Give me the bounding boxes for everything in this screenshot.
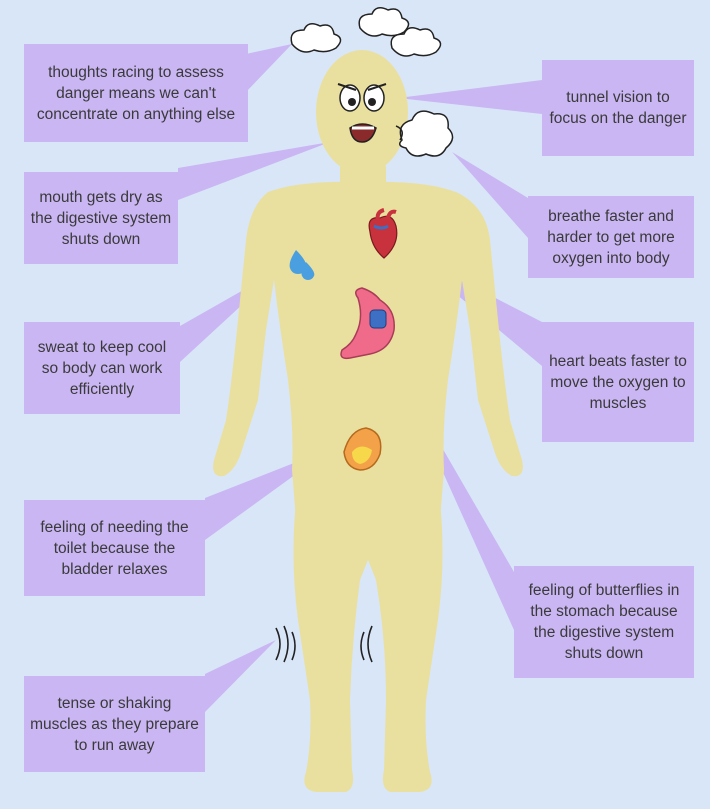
pointer-thoughts [246, 44, 292, 92]
label-butterflies: feeling of butterflies in the stomach be… [514, 566, 694, 678]
label-tunnel-vision: tunnel vision to focus on the danger [542, 60, 694, 156]
head [316, 50, 408, 174]
label-sweat: sweat to keep cool so body can work effi… [24, 322, 180, 414]
pointer-tunnel-vision [398, 80, 542, 114]
pointer-muscles [205, 640, 276, 712]
label-thoughts: thoughts racing to assess danger means w… [24, 44, 248, 142]
label-toilet: feeling of needing the toilet because th… [24, 500, 205, 596]
label-mouth-dry: mouth gets dry as the digestive system s… [24, 172, 178, 264]
cloud-icon [291, 8, 440, 56]
label-breathe: breathe faster and harder to get more ox… [528, 196, 694, 278]
label-heart: heart beats faster to move the oxygen to… [542, 322, 694, 442]
label-muscles: tense or shaking muscles as they prepare… [24, 676, 205, 772]
